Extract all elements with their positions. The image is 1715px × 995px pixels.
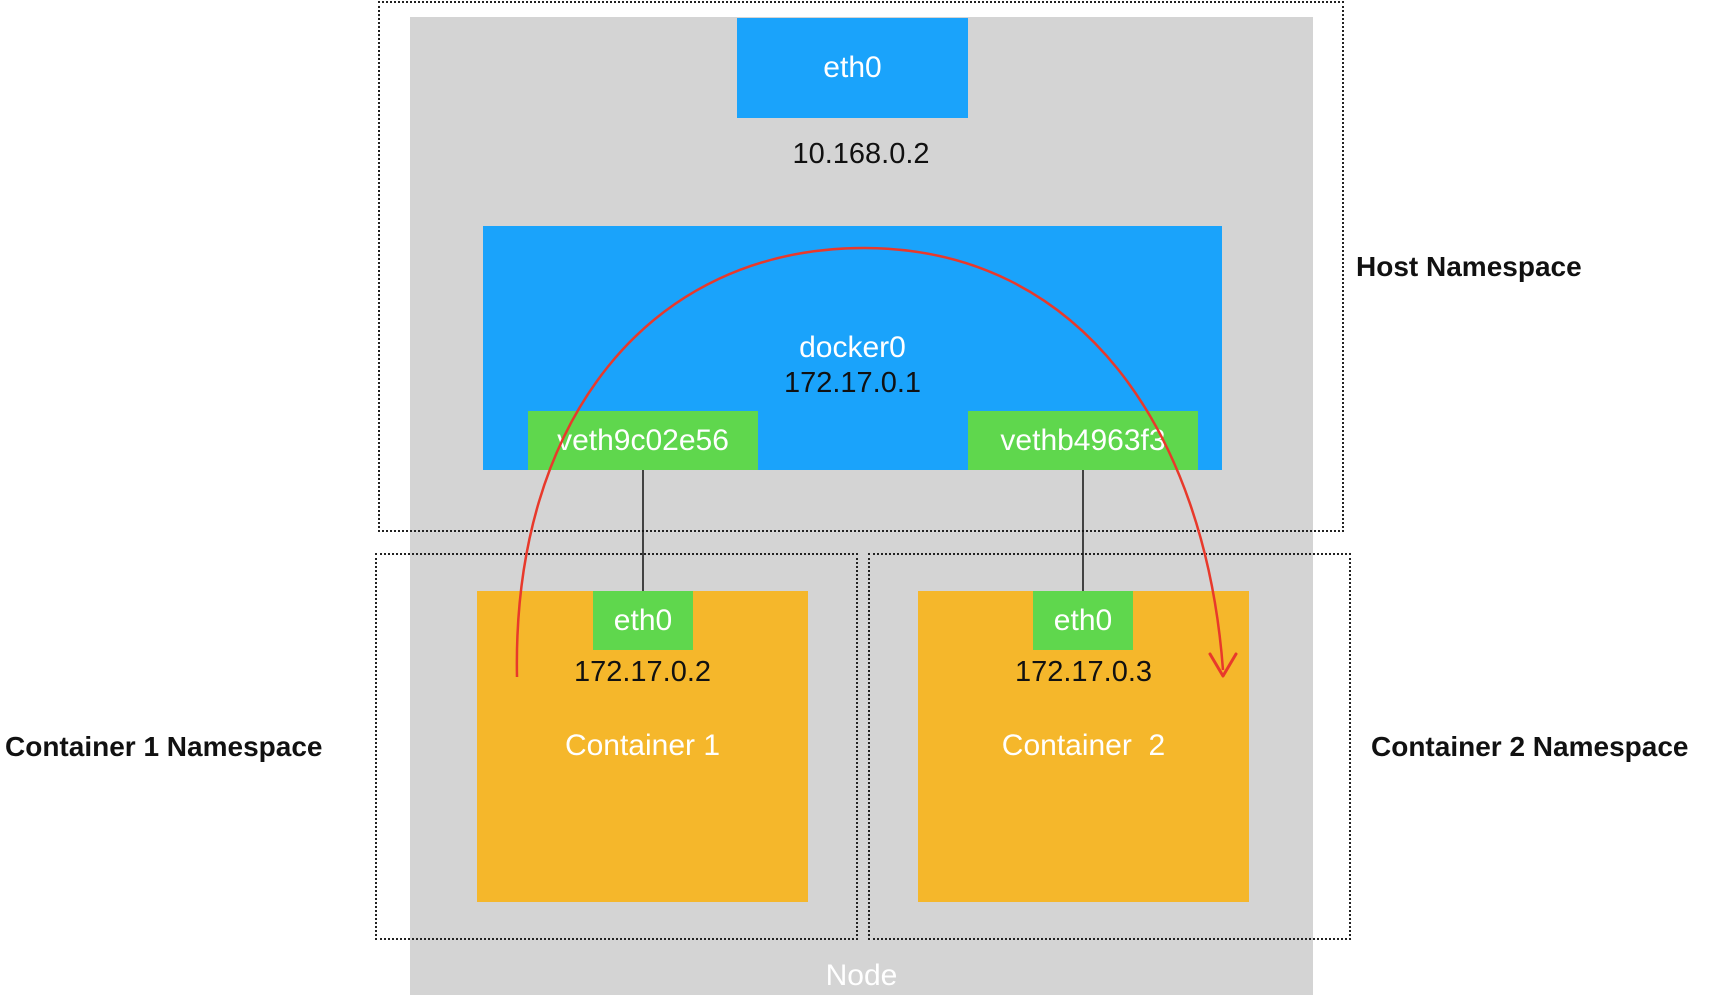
container2-name: Container 2 — [1001, 729, 1166, 762]
host-eth0-interface: eth0 — [737, 18, 968, 118]
container1-namespace-label: Container 1 Namespace — [5, 731, 323, 762]
node-label: Node — [825, 959, 898, 992]
container2-namespace-label: Container 2 Namespace — [1371, 731, 1689, 762]
host-namespace-frame — [378, 1, 1344, 532]
host-eth0-ip: 10.168.0.2 — [792, 138, 930, 170]
container2-namespace-frame — [868, 553, 1351, 940]
host-eth0-label: eth0 — [823, 51, 882, 84]
container1-name: Container 1 — [564, 729, 721, 762]
container1-namespace-frame — [375, 553, 858, 940]
host-namespace-label: Host Namespace — [1356, 251, 1582, 282]
